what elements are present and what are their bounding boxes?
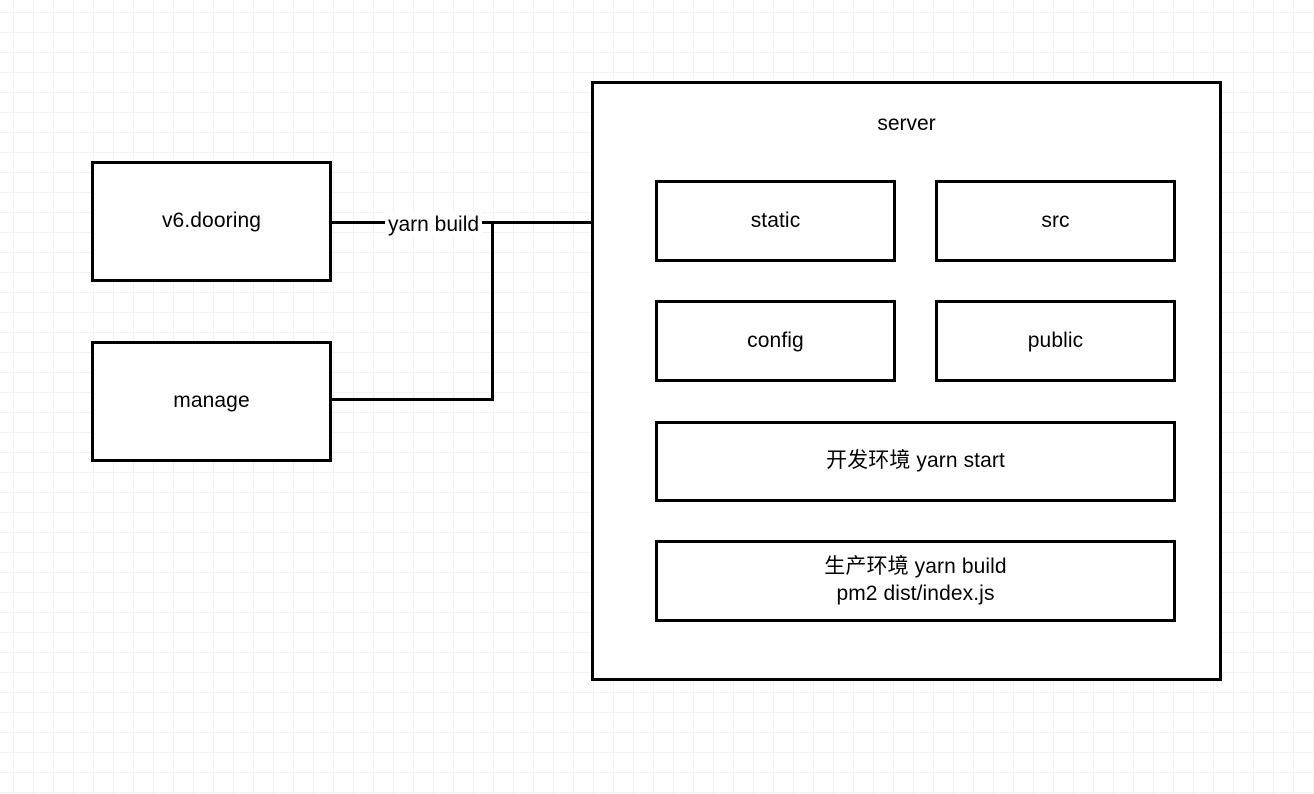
edge-build-label: yarn build: [385, 212, 483, 237]
node-src-label: src: [1041, 208, 1070, 232]
edge-manage-branch: [332, 398, 494, 401]
node-v6-dooring-label: v6.dooring: [161, 209, 262, 233]
node-prod-environment[interactable]: 生产环境 yarn build pm2 dist/index.js: [655, 540, 1176, 622]
node-config-label: config: [747, 328, 804, 352]
node-public[interactable]: public: [935, 300, 1176, 382]
node-config[interactable]: config: [655, 300, 896, 382]
node-static-label: static: [750, 208, 801, 232]
node-manage-label: manage: [173, 389, 250, 413]
edge-build-riser: [491, 221, 494, 401]
node-static[interactable]: static: [655, 180, 896, 262]
node-dev-environment-label: 开发环境 yarn start: [826, 449, 1005, 473]
group-server-title: server: [877, 112, 936, 135]
node-v6-dooring[interactable]: v6.dooring: [91, 161, 332, 282]
node-manage[interactable]: manage: [91, 341, 332, 462]
node-src[interactable]: src: [935, 180, 1176, 262]
edge-build-horizontal: [332, 221, 646, 224]
node-dev-environment[interactable]: 开发环境 yarn start: [655, 421, 1176, 502]
node-prod-environment-label: 生产环境 yarn build pm2 dist/index.js: [824, 555, 1007, 605]
node-public-label: public: [1027, 328, 1084, 352]
